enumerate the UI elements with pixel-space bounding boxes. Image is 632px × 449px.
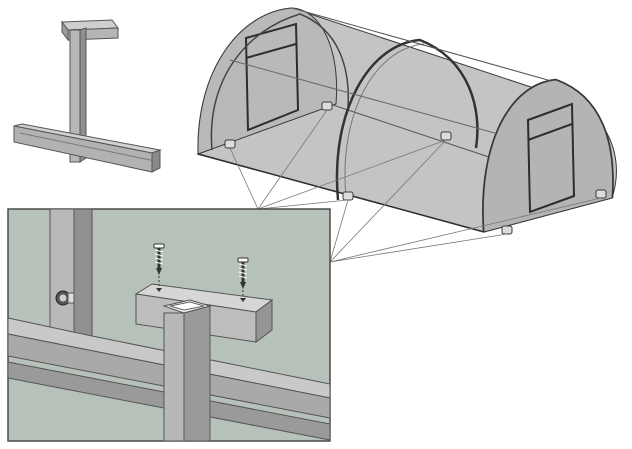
rear-end-wall [482, 79, 614, 233]
inset-left-post-side [73, 208, 93, 338]
detail-leader-lines [229, 109, 602, 263]
base-rail-front [197, 153, 485, 233]
inset-channel-end [255, 299, 273, 343]
wood-screw-icon [153, 243, 165, 292]
side-purlin [229, 59, 521, 141]
hoop-2b [344, 43, 425, 199]
bracket-base-groove [19, 132, 156, 162]
bracket-base-end [151, 149, 161, 173]
t-bracket-part [13, 19, 162, 173]
ridge-purlin [291, 7, 563, 85]
bolt-icon [55, 290, 75, 306]
front-end-wall [197, 7, 338, 155]
hoop-2 [335, 38, 479, 201]
bracket-marker [501, 225, 513, 235]
bracket-marker [224, 139, 236, 149]
inset-post-front [163, 312, 185, 442]
bracket-marker [595, 189, 607, 199]
hoop-1 [210, 13, 349, 151]
hoop-greenhouse-frame [196, 7, 617, 263]
wood-screw-icon [237, 257, 249, 302]
detail-inset [7, 208, 331, 442]
bracket-marker [440, 131, 452, 141]
rear-door-crossbar [527, 123, 573, 141]
inset-post-side [183, 305, 211, 442]
inset-post-opening [169, 301, 205, 311]
front-door-crossbar [245, 43, 297, 59]
inset-left-post-front [49, 208, 75, 340]
front-door-frame [244, 22, 300, 132]
bracket-marker [342, 191, 354, 201]
bracket-marker [321, 101, 333, 111]
rear-door-frame [526, 102, 576, 214]
